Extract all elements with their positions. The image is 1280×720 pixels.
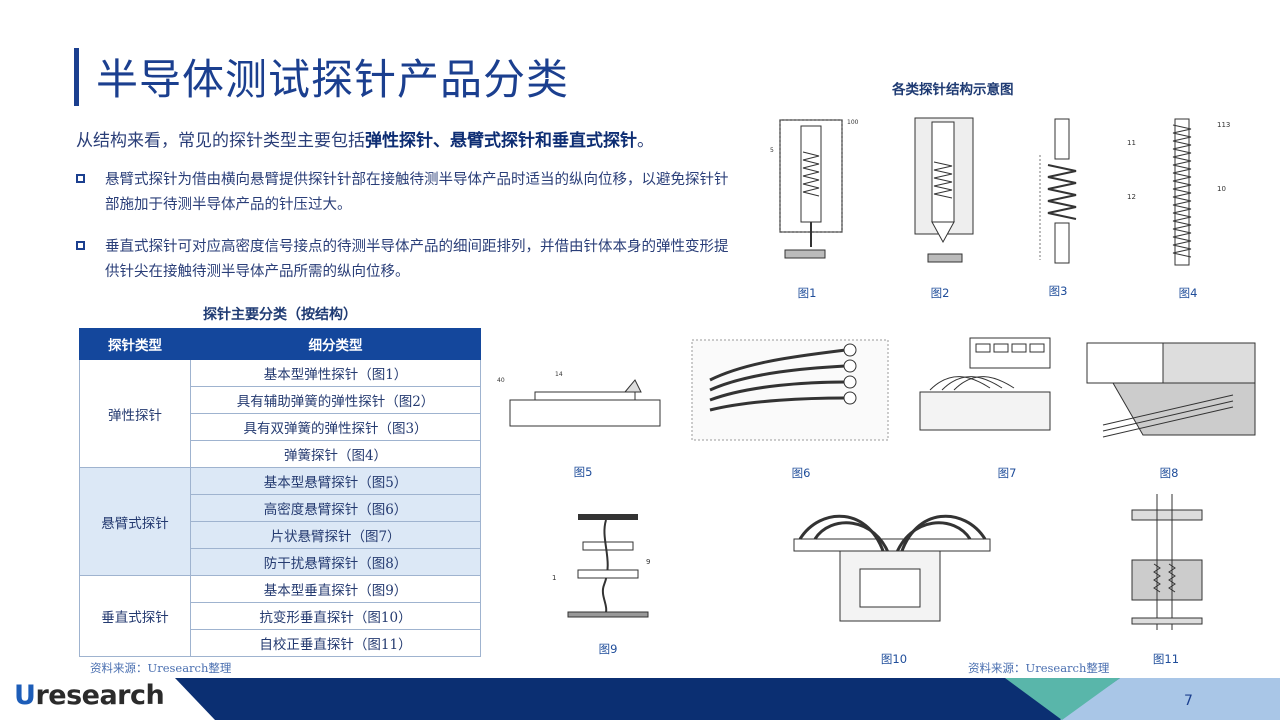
table-row: 防干扰悬臂探针（图8） [80,548,481,576]
page-number: 7 [1184,693,1193,709]
square-bullet-icon [76,174,85,183]
figure-6-drawing [690,330,890,445]
group-type-cell: 悬臂式探针 [79,467,191,576]
lead-prefix: 从结构来看，常见的探针类型主要包括 [76,131,365,151]
table-row: 悬臂式探针 基本型悬臂探针（图5） [79,467,481,576]
lead-sentence: 从结构来看，常见的探针类型主要包括弹性探针、悬臂式探针和垂直式探针。 [76,126,654,151]
square-bullet-icon [76,241,85,250]
figure-label: 图8 [1159,466,1179,480]
figure-4-drawing: 11 12 113 10 [1125,115,1235,270]
subtype-cell: 弹簧探针（图4） [190,440,481,468]
figures-source-note: 资料来源：Uresearch整理 [968,661,1110,675]
table-row: 自校正垂直探针（图11） [80,629,481,657]
header-probe-type: 探针类型 [79,328,191,360]
svg-text:100: 100 [847,119,859,126]
header-subtype: 细分类型 [190,328,481,360]
subtype-cell: 具有双弹簧的弹性探针（图3） [190,413,481,441]
figure-label: 图9 [598,642,618,656]
subtype-cell: 自校正垂直探针（图11） [190,629,481,657]
group-type-cell: 弹性探针 [79,359,191,468]
figure-1-drawing: 5 100 [765,112,861,272]
svg-text:1: 1 [552,574,556,582]
figure-5-drawing: 40 14 [495,352,667,432]
table-caption: 探针主要分类（按结构） [203,307,357,323]
figure-10-drawing [790,497,995,637]
subtype-cell: 高密度悬臂探针（图6） [190,494,481,522]
subtype-cell: 基本型垂直探针（图9） [190,575,481,603]
subtype-cell: 片状悬臂探针（图7） [190,521,481,549]
figure-8-drawing [1083,325,1258,455]
figure-3-drawing [1020,115,1110,275]
subtype-cell: 防干扰悬臂探针（图8） [190,548,481,576]
figure-label: 图3 [1048,284,1068,298]
bullet-text: 垂直式探针可对应高密度信号接点的待测半导体产品的细间距排列，并借由针体本身的弹性… [105,239,729,280]
bullet-vertical: 垂直式探针可对应高密度信号接点的待测半导体产品的细间距排列，并借由针体本身的弹性… [76,235,738,285]
table-row: 弹性探针 基本型弹性探针（图1） [79,359,481,468]
bullet-cantilever: 悬臂式探针为借由横向悬臂提供探针针部在接触待测半导体产品时适当的纵向位移，以避免… [76,168,738,218]
uresearch-logo: Uresearch [14,680,165,716]
svg-text:11: 11 [1127,139,1136,147]
figure-label: 图1 [797,286,817,300]
group-type-cell: 垂直式探针 [79,575,191,657]
svg-text:9: 9 [646,558,650,566]
lead-emphasis: 弹性探针、悬臂式探针和垂直式探针 [365,131,637,151]
footer-logo-area [0,678,215,720]
logo-u: U [14,680,36,711]
table-row: 垂直式探针 基本型垂直探针（图9） [79,575,481,657]
figure-label: 图5 [573,465,593,479]
svg-text:5: 5 [770,147,774,154]
subtype-cell: 具有辅助弹簧的弹性探针（图2） [190,386,481,414]
table-row: 片状悬臂探针（图7） [80,521,481,549]
figure-label: 图10 [880,652,908,666]
subtype-cell: 抗变形垂直探针（图10） [190,602,481,630]
svg-text:14: 14 [555,371,563,378]
svg-text:12: 12 [1127,193,1136,201]
table-source-note: 资料来源：Uresearch整理 [90,661,232,675]
figure-label: 图2 [930,286,950,300]
lead-suffix: 。 [637,131,654,151]
figure-label: 图11 [1152,652,1180,666]
probe-classification-table: 探针类型 细分类型 弹性探针 基本型弹性探针（图1） 具有辅助弹簧的弹性探针（图… [79,328,481,657]
subtype-cell: 基本型悬臂探针（图5） [190,467,481,495]
table-row: 具有辅助弹簧的弹性探针（图2） [80,386,481,414]
figure-11-drawing [1122,490,1212,640]
figure-label: 图6 [791,466,811,480]
subtype-cell: 基本型弹性探针（图1） [190,359,481,387]
figure-label: 图7 [997,466,1017,480]
table-row: 具有双弹簧的弹性探针（图3） [80,413,481,441]
bullet-text: 悬臂式探针为借由横向悬臂提供探针针部在接触待测半导体产品时适当的纵向位移，以避免… [105,172,729,213]
svg-text:40: 40 [497,377,505,384]
svg-text:10: 10 [1217,185,1226,193]
svg-text:113: 113 [1217,121,1230,129]
logo-text: research [35,680,165,711]
figures-title: 各类探针结构示意图 [892,82,1014,98]
figure-label: 图4 [1178,286,1198,300]
title-accent-bar [74,48,79,106]
figure-7-drawing [910,330,1065,445]
page-title: 半导体测试探针产品分类 [96,55,570,104]
table-header-row: 探针类型 细分类型 [79,328,481,360]
figure-2-drawing [900,112,990,272]
